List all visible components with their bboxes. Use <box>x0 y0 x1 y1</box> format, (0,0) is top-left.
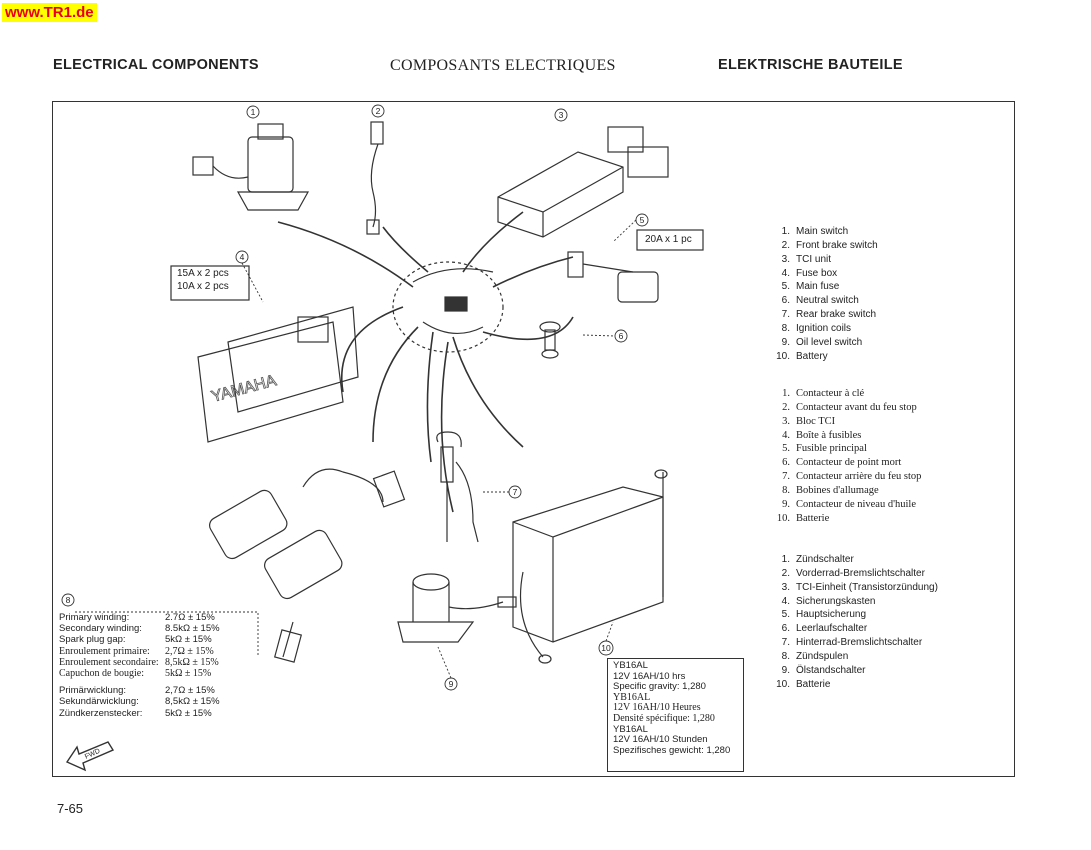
wiring-harness-hub <box>392 261 504 353</box>
legend-item: 3.Bloc TCI <box>782 415 836 427</box>
legend-item: 2.Front brake switch <box>781 239 878 251</box>
header-german: ELEKTRISCHE BAUTEILE <box>718 57 903 73</box>
ignition-coil-spec: Primary winding:2.7Ω ± 15% Secondary win… <box>59 612 220 719</box>
callout-7: 7 <box>513 487 518 497</box>
legend-item: 5.Hauptsicherung <box>781 609 867 621</box>
legend-item: 2.Vorderrad-Bremslichtschalter <box>781 567 925 579</box>
battery-drawing <box>512 469 668 664</box>
fuse-box-drawing: YAMAHA <box>197 306 359 443</box>
main-fuse-label: 20A x 1 pc <box>645 234 692 245</box>
legend-item: 4.Fuse box <box>781 267 838 279</box>
battery-spec: YB16AL 12V 16AH/10 hrs Specific gravity:… <box>607 658 744 772</box>
header-english: ELECTRICAL COMPONENTS <box>53 57 259 73</box>
fuse-box-label-line-1: 15A x 2 pcs <box>177 268 229 279</box>
callout-8: 8 <box>66 595 71 605</box>
legend-item: 8.Zündspulen <box>781 650 849 662</box>
neutral-switch-drawing <box>539 321 561 359</box>
fuse-box-label: 15A x 2 pcs 10A x 2 pcs <box>177 268 229 293</box>
legend-item: 1.Zündschalter <box>781 554 854 565</box>
legend-french: 1.Contacteur à clé 2.Contacteur avant du… <box>760 387 922 525</box>
front-brake-switch-drawing <box>366 121 384 235</box>
legend-item: 4.Boîte à fusibles <box>782 429 862 441</box>
callout-6: 6 <box>619 331 624 341</box>
legend-item: 9.Contacteur de niveau d'huile <box>782 498 916 510</box>
main-switch-drawing <box>192 123 310 211</box>
legend-item: 3.TCI unit <box>781 253 832 265</box>
callout-3: 3 <box>559 110 564 120</box>
legend-english: 1.Main switch 2.Front brake switch 3.TCI… <box>760 225 878 363</box>
legend-item: 8.Bobines d'allumage <box>782 484 879 496</box>
legend-item: 10.Batterie <box>776 678 831 690</box>
main-fuse-label-frame <box>636 229 704 251</box>
watermark: www.TR1.de <box>2 3 97 22</box>
legend-item: 4.Sicherungskasten <box>781 595 876 607</box>
legend-item: 9.Ölstandschalter <box>781 664 866 676</box>
fuse-box-label-line-2: 10A x 2 pcs <box>177 280 229 292</box>
fuse-box-label-frame <box>170 265 250 301</box>
legend-item: 10.Batterie <box>776 512 830 524</box>
legend-item: 6.Leerlaufschalter <box>781 623 868 635</box>
callout-5: 5 <box>640 215 645 225</box>
legend-item: 5.Main fuse <box>781 281 840 293</box>
legend-item: 3.TCI-Einheit (Transistorzündung) <box>781 581 938 593</box>
legend-item: 6.Contacteur de point mort <box>782 457 902 469</box>
svg-text:YAMAHA: YAMAHA <box>210 372 279 406</box>
components-diagram: YAMAHA <box>61 104 704 772</box>
legend-item: 8.Ignition coils <box>781 322 852 334</box>
callout-labels: 1 2 3 4 5 6 7 8 9 10 <box>66 106 645 689</box>
ignition-coils-drawing <box>209 468 406 663</box>
main-fuse-drawing <box>567 251 659 303</box>
page-number: 7-65 <box>57 801 84 816</box>
callout-numbers <box>61 104 649 691</box>
leader-lines <box>277 211 574 513</box>
rear-brake-switch-drawing <box>436 431 479 543</box>
legend-item: 1.Contacteur à clé <box>782 388 865 399</box>
callout-10: 10 <box>601 643 611 653</box>
legend-german: 1.Zündschalter 2.Vorderrad-Bremslichtsch… <box>760 553 938 691</box>
legend-item: 1.Main switch <box>781 226 849 237</box>
callout-1: 1 <box>251 107 256 117</box>
callout-9: 9 <box>449 679 454 689</box>
diagram-frame <box>52 101 1015 777</box>
oil-level-switch-drawing <box>397 573 517 643</box>
callout-4: 4 <box>240 252 245 262</box>
legend-item: 7.Hinterrad-Bremslichtschalter <box>781 637 923 649</box>
legend-item: 2.Contacteur avant du feu stop <box>782 401 917 413</box>
legend-item: 7.Rear brake switch <box>781 309 877 321</box>
legend-item: 10.Battery <box>776 350 828 362</box>
legend-item: 7.Contacteur arrière du feu stop <box>782 471 922 483</box>
callout-2: 2 <box>376 106 381 116</box>
legend-item: 5.Fusible principal <box>782 443 867 455</box>
fwd-arrow-icon: FWD <box>65 741 115 772</box>
tci-unit-drawing <box>497 126 669 238</box>
legend-item: 6.Neutral switch <box>781 295 859 307</box>
legend-item: 9.Oil level switch <box>781 336 863 348</box>
header-french: COMPOSANTS ELECTRIQUES <box>390 57 616 74</box>
